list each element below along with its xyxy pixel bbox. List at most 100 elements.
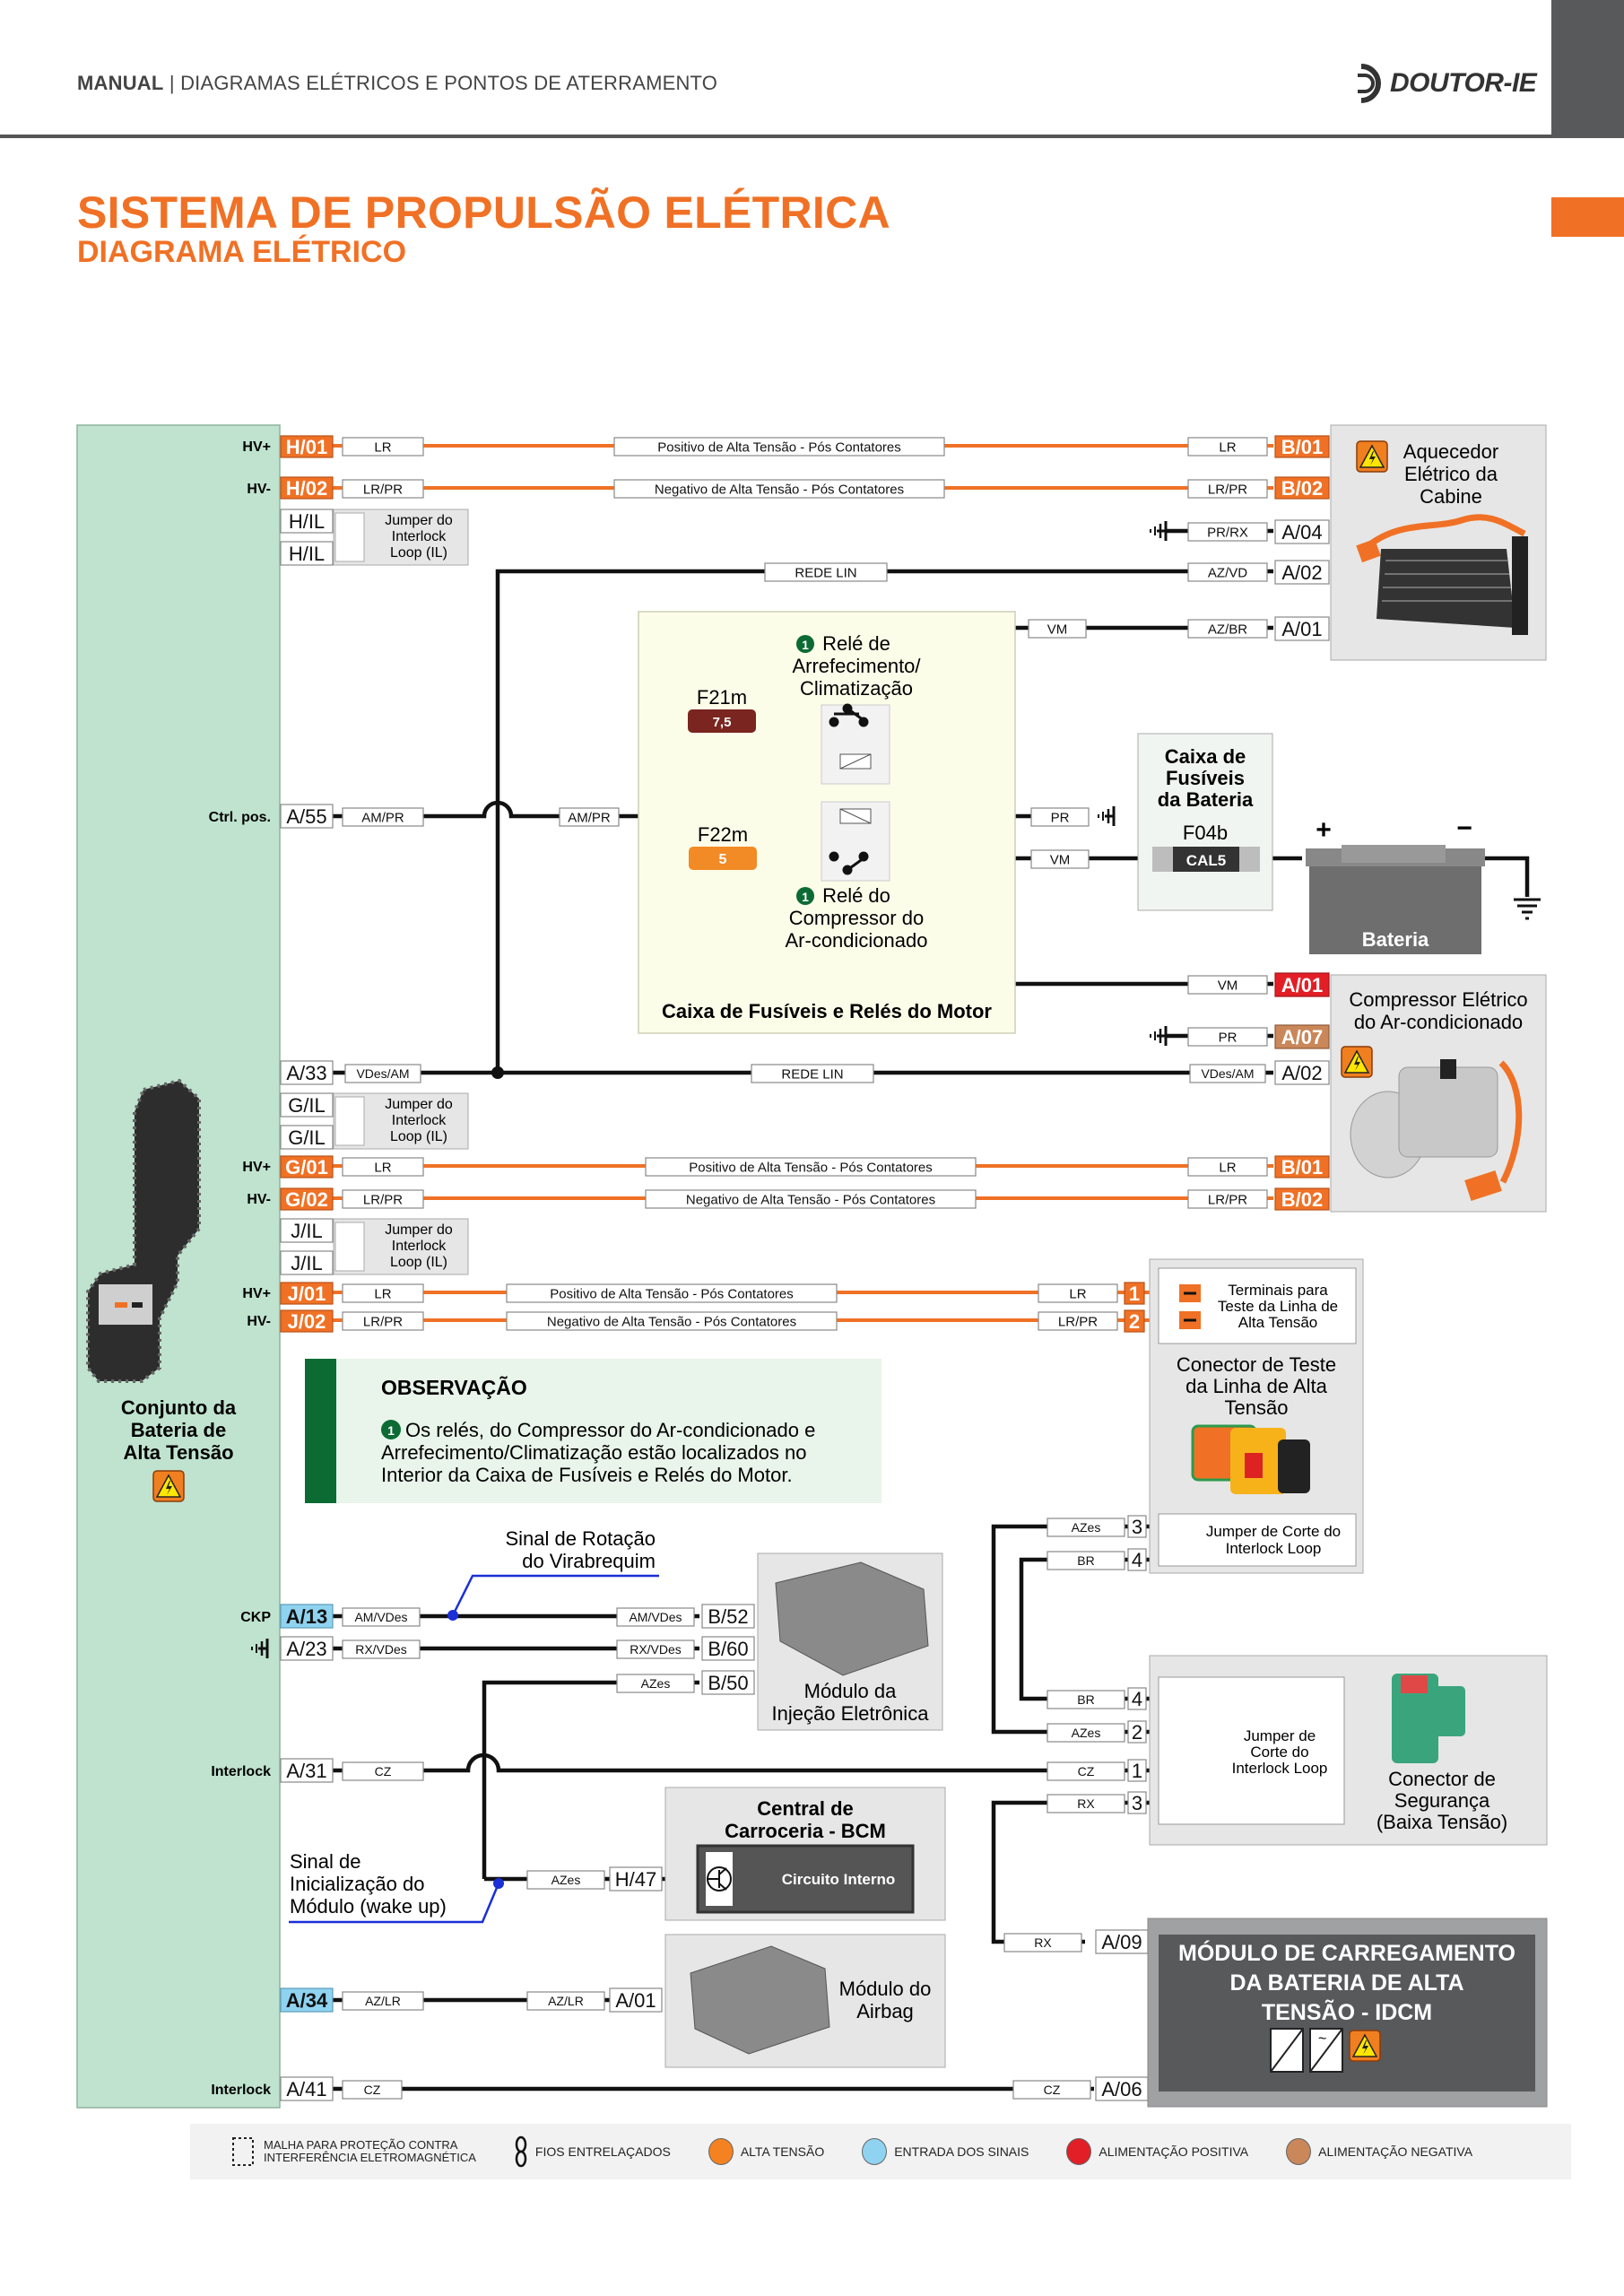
note-marker: 1 [387,1423,395,1438]
crank-signal-label-2: do Virabrequim [522,1550,656,1572]
safety-jumper-2: Corte do [1250,1744,1308,1761]
compressor-pin-a01: A/01 [1274,972,1330,997]
legend-negative-supply-swatch [1286,2138,1312,2165]
chapter-tab [1551,197,1624,237]
wakeup-signal-callout [289,1883,500,1924]
wire-endcolor-a13-text: AM/VDes [629,1610,682,1624]
header-breadcrumb: MANUAL | DIAGRAMAS ELÉTRICOS E PONTOS DE… [77,72,718,94]
relay1-note-marker: 1 [802,638,809,652]
legend-signal-input-label: ENTRADA DOS SINAIS [894,2144,1029,2159]
wire-desc-g02-text: Negativo de Alta Tensão - Pós Contatores [686,1192,935,1207]
compressor-pin-a02-text: A/02 [1281,1062,1322,1084]
brand-logo-icon [1358,64,1381,103]
fuse-cal5 [1173,847,1239,872]
pin-a33-text: A/33 [286,1062,326,1084]
battery-12v-label: Bateria [1362,928,1429,951]
test-pin-1: 1 [1124,1282,1145,1305]
bcm-name-2: Carroceria - BCM [725,1820,886,1842]
high-voltage-warning-icon [1349,2030,1381,2062]
idcm-name-3: TENSÃO - IDCM [1262,1998,1432,2025]
wire-color-a34: AZ/LR [342,1991,424,2011]
jumper-g-il-line-3: Loop (IL) [390,1129,447,1144]
pin-g01-text: G/01 [285,1156,328,1178]
safety-jumper-3: Interlock Loop [1232,1760,1328,1777]
wire-color-a09: RX [1003,1933,1082,1952]
wire-color-vm-top-text: VM [1047,622,1068,637]
wire-color-sec-4-text: BR [1077,1692,1094,1707]
safety-pin-1-text: 1 [1132,1760,1142,1782]
wire-color-b50-text: AZes [641,1676,671,1691]
relay2-name-3: Ar-condicionado [786,929,928,952]
legend-twisted-label: FIOS ENTRELAÇADOS [534,2144,671,2159]
wire-color-a13-text: AM/VDes [354,1610,407,1624]
lin-label-heater: REDE LIN [764,562,888,582]
legend-shield-label-1: MALHA PARA PROTEÇÃO CONTRA [264,2138,458,2152]
brand-logo: DOUTOR-IE [1354,63,1537,104]
pin-j-il-2-text: J/IL [291,1252,322,1274]
wire-a31 [332,1752,1130,1773]
safety-connector-illustration [1392,1674,1465,1763]
header-side-block [1551,0,1624,138]
pin-j-il-1: J/IL [280,1218,334,1243]
wire-endcolor-a41: CZ [1012,2080,1091,2100]
heater-pin-b02: B/02 [1274,476,1330,500]
pin-role-interlock-a31: Interlock [211,1764,271,1779]
pin-role-ctrl-pos: Ctrl. pos. [209,810,271,825]
lin-label-compressor: REDE LIN [751,1064,874,1083]
high-voltage-warning-icon [152,1470,185,1502]
pin-a33: A/33 [280,1060,334,1085]
legend-item-positive-supply: ALIMENTAÇÃO POSITIVA [1066,2138,1248,2165]
wakeup-signal-label-1: Sinal de [290,1850,361,1873]
compressor-illustration [1350,1059,1523,1201]
legend-item-twisted: FIOS ENTRELAÇADOS [514,2135,671,2168]
legend-positive-supply-label: ALIMENTAÇÃO POSITIVA [1099,2144,1249,2159]
wire-color-a09-text: RX [1034,1935,1052,1950]
wire-color-a31: CZ [342,1761,424,1781]
relay1-name-3: Climatização [800,677,913,700]
heater-pin-a04: A/04 [1274,519,1330,544]
battery-pack-name-3: Alta Tensão [123,1441,233,1464]
wire-color-sec-2-text: AZes [1072,1726,1101,1740]
wire-color-compressor-a01-text: VM [1218,978,1238,993]
battery-pack-name-1: Conjunto da [121,1396,237,1419]
compressor-pin-a07: A/07 [1274,1024,1330,1049]
safety-pin-4-text: 4 [1132,1688,1142,1710]
wire-color-test-3: AZes [1046,1518,1125,1537]
pin-a34-text: A/34 [286,1989,328,2012]
pin-role-hv-plus-j: HV+ [242,1286,271,1301]
pin-role-hv-minus-g: HV- [247,1192,271,1207]
safety-connector-name-3: (Baixa Tensão) [1376,1811,1507,1833]
wire-desc-g01-text: Positivo de Alta Tensão - Pós Contatores [689,1160,933,1175]
wire-color-a55-mid: AM/PR [559,807,620,827]
wire-color-compressor-a07-text: PR [1219,1030,1238,1045]
wire-color-a34-text: AZ/LR [365,1994,401,2008]
transistor-icon [707,1866,732,1892]
legend-item-signal-input: ENTRADA DOS SINAIS [862,2138,1029,2165]
wire-color-j02: LR/PR [342,1311,424,1331]
test-pin-2-text: 2 [1129,1310,1140,1333]
pin-j01-text: J/01 [288,1283,326,1305]
test-pin-1-text: 1 [1129,1283,1140,1305]
wire-color-a41-text: CZ [364,2083,381,2097]
wire-desc-g01: Positivo de Alta Tensão - Pós Contatores [645,1157,977,1177]
test-jumper-pin-3: 3 [1127,1515,1147,1538]
wire-endcolor-h01: LR [1187,437,1268,457]
wire-endcolor-h02-text: LR/PR [1208,482,1247,497]
compressor-pin-b01-text: B/01 [1281,1156,1323,1178]
legend-high-voltage-label: ALTA TENSÃO [740,2144,825,2159]
pin-h-il-2-text: H/IL [289,543,325,565]
bcm-internal-circuit: Circuito Interno [782,1871,896,1888]
wire-color-compressor-a02: VDes/AM [1189,1064,1266,1083]
compressor-pin-a02: A/02 [1274,1060,1330,1085]
idcm-pin-a06-text: A/06 [1101,2078,1142,2100]
relay2-name-1: Relé do [822,884,890,907]
wire-endcolor-j02-text: LR/PR [1058,1314,1098,1329]
high-voltage-warning-icon [1356,440,1388,473]
idcm-pin-a09-text: A/09 [1101,1931,1142,1953]
wire-color-j02-text: LR/PR [363,1314,403,1329]
fuse-f22m-rating: 5 [719,852,727,867]
wire-color-j01-text: LR [374,1286,391,1301]
safety-pin-1: 1 [1127,1759,1147,1782]
